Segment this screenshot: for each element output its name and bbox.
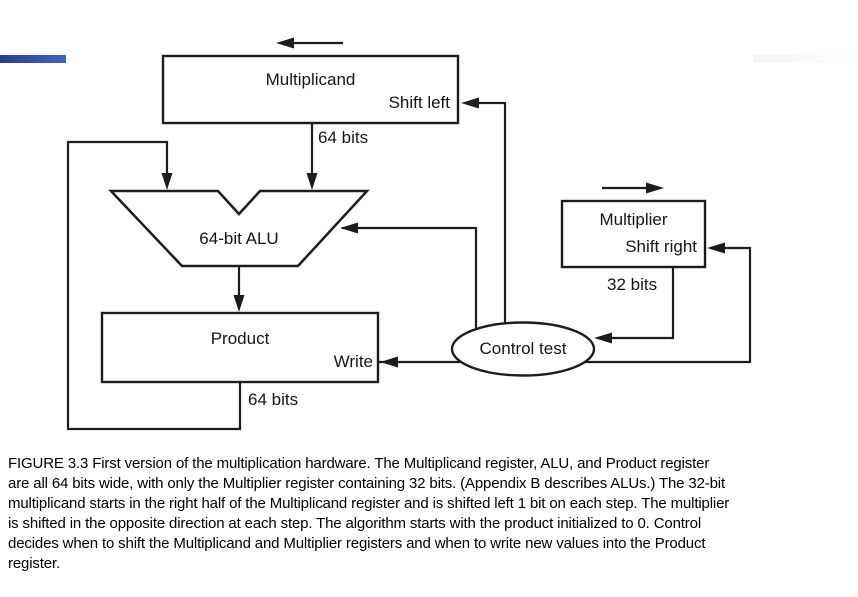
alu-label: 64-bit ALU bbox=[199, 229, 279, 248]
control-to-multiplicand-arrowhead-icon bbox=[461, 97, 479, 109]
multiplicand-label: Multiplicand bbox=[265, 70, 356, 89]
shift-left-arrowhead-icon bbox=[276, 37, 294, 49]
caption-line: decides when to shift the Multiplicand a… bbox=[8, 535, 706, 552]
product-feedback-loop-line bbox=[66, 140, 242, 431]
control-to-multiplier-line bbox=[712, 246, 752, 363]
shift-right-arrowhead-icon bbox=[646, 182, 664, 194]
multiplier-bus-arrowhead-icon bbox=[594, 332, 612, 344]
figure-caption: FIGURE 3.3 First version of the multipli… bbox=[8, 454, 856, 574]
multiplier-shift-right-label: Shift right bbox=[625, 237, 697, 256]
multiplicand-bus-arrowhead-icon bbox=[306, 173, 318, 190]
product-write-label: Write bbox=[333, 352, 373, 371]
write-arrowhead-icon bbox=[380, 356, 398, 368]
multiplicand-register-box bbox=[161, 54, 460, 125]
control-test-label: Control test bbox=[479, 339, 567, 358]
product-label: Product bbox=[210, 329, 270, 348]
caption-line: register. bbox=[8, 555, 61, 572]
caption-line: FIGURE 3.3 First version of the multipli… bbox=[8, 455, 710, 472]
multiplicand-bus-width-label: 64 bits bbox=[318, 128, 369, 147]
caption-line: is shifted in the opposite direction at … bbox=[8, 515, 702, 532]
multiplier-register-box bbox=[560, 199, 707, 269]
multiplier-bus-line bbox=[608, 267, 675, 340]
multiplier-bus-width-label: 32 bits bbox=[607, 275, 658, 294]
alu-shape bbox=[108, 189, 370, 268]
alu-output-arrowhead-icon bbox=[233, 295, 245, 312]
header-accent-bar-faint bbox=[753, 55, 858, 63]
control-to-alu-line bbox=[342, 226, 478, 335]
product-bus-width-label: 64 bits bbox=[248, 390, 299, 409]
control-to-alu-arrowhead-icon bbox=[340, 222, 358, 234]
multiplication-hardware-diagram bbox=[66, 37, 752, 431]
multiplier-label: Multiplier bbox=[599, 210, 668, 229]
control-to-multiplier-arrowhead-icon bbox=[707, 242, 725, 254]
caption-line: are all 64 bits wide, with only the Mult… bbox=[8, 475, 726, 492]
control-test-ellipse bbox=[450, 321, 596, 377]
header-accent-bar bbox=[0, 55, 66, 63]
caption-line: multiplicand starts in the right half of… bbox=[8, 495, 730, 512]
multiplicand-shift-left-label: Shift left bbox=[388, 93, 450, 112]
feedback-loop-arrowhead-icon bbox=[161, 173, 173, 190]
control-to-multiplicand-line bbox=[466, 101, 507, 335]
product-register-box bbox=[100, 311, 380, 384]
